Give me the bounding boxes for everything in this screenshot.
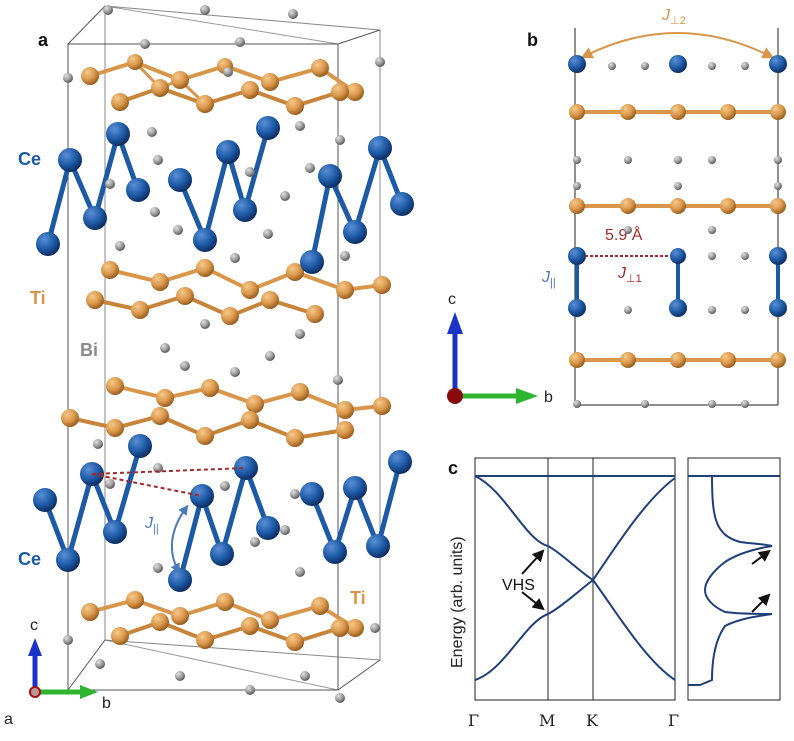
j-parallel-arrow — [170, 504, 189, 574]
ce-chain-lower — [33, 434, 412, 592]
ce-row-top — [568, 55, 787, 73]
j-perp2-arrow — [580, 32, 775, 59]
dos-curves — [688, 475, 780, 686]
j-parallel-label-b: J|| — [541, 269, 556, 289]
axis-c-label-a: c — [30, 617, 38, 634]
panel-a-label: a — [38, 30, 49, 50]
bi-atoms-panel-a — [63, 5, 385, 703]
dos-plot-frame — [687, 457, 781, 701]
vhs-arrow-lower — [521, 591, 545, 611]
ce-pairs-panel-b — [568, 247, 787, 317]
j-parallel-label-a: J|| — [144, 515, 159, 535]
tick-k: K — [586, 711, 599, 730]
panel-b: b J⊥2 — [447, 7, 787, 408]
ti-layer-bottom — [81, 591, 364, 651]
ce-label-top: Ce — [18, 149, 41, 169]
ti-label-bottom: Ti — [350, 588, 366, 608]
panel-c: c VHS Energy (arb. units) Γ M K Γ — [448, 457, 781, 730]
distance-label: 5.9 Å — [605, 225, 643, 244]
bi-atoms-panel-b — [573, 62, 782, 408]
ti-rows-panel-b — [569, 104, 786, 368]
tick-gamma-right: Γ — [668, 711, 679, 730]
band-plot-frame — [474, 457, 676, 701]
dos-arrow-lower — [751, 593, 771, 613]
axes-triad-a: c b a — [4, 617, 111, 728]
ce-chain-upper — [36, 116, 414, 274]
tick-gamma-left: Γ — [468, 711, 479, 730]
j-perp1-label: J⊥1 — [617, 265, 642, 285]
vhs-label: VHS — [502, 577, 535, 594]
panel-a: a — [4, 5, 414, 728]
axis-c-label-b: c — [448, 291, 456, 308]
axis-b-label-a: b — [102, 695, 111, 712]
vhs-arrow-upper — [521, 549, 545, 575]
ti-layer-top — [81, 54, 364, 115]
ti-layer-lower-mid — [61, 377, 391, 447]
ti-layer-upper-mid — [86, 259, 391, 325]
panel-c-label: c — [448, 458, 458, 478]
unit-cell-box — [67, 5, 381, 691]
band-curves — [474, 475, 676, 681]
panel-b-label: b — [527, 30, 538, 50]
dos-arrow-upper — [751, 549, 771, 565]
axis-b-label-b: b — [544, 389, 553, 406]
ti-label-top: Ti — [30, 288, 46, 308]
j-perp2-label: J⊥2 — [661, 7, 686, 27]
axes-triad-b: c b — [447, 291, 553, 406]
tick-m: M — [539, 711, 555, 730]
axis-a-label-a: a — [4, 711, 13, 728]
ce-label-bottom: Ce — [18, 549, 41, 569]
interlayer-dashed-lines — [91, 467, 247, 497]
energy-axis-label: Energy (arb. units) — [449, 536, 466, 668]
bi-label: Bi — [80, 340, 98, 360]
